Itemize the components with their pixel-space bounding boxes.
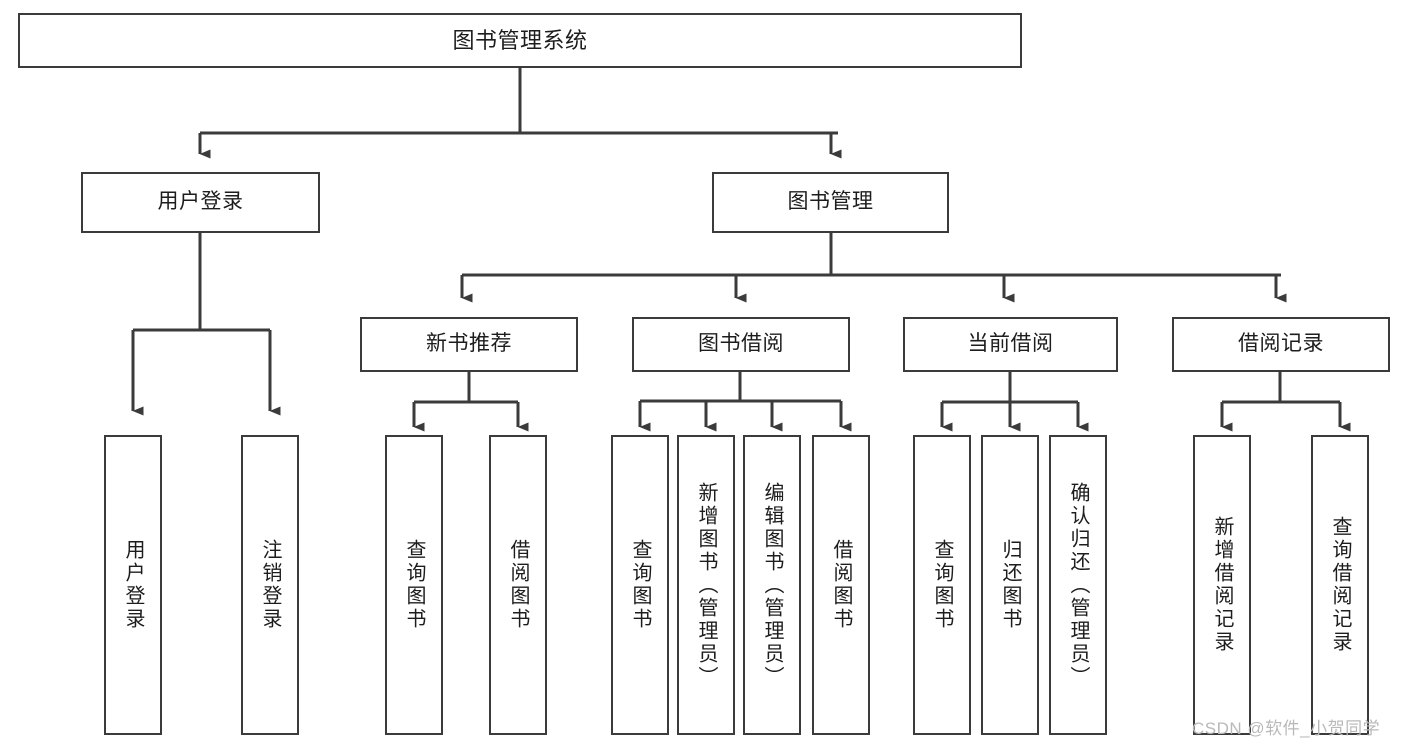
- node-leaf-add-book-admin-label: 新增图书（管理员）: [695, 481, 717, 689]
- node-root[interactable]: 图书管理系统: [18, 13, 1022, 68]
- node-leaf-borrow-book[interactable]: 借阅图书: [812, 435, 870, 735]
- node-book-borrow[interactable]: 图书借阅: [632, 317, 850, 372]
- node-leaf-add-book-admin[interactable]: 新增图书（管理员）: [677, 435, 735, 735]
- node-leaf-query-book-rec[interactable]: 查询图书: [385, 435, 443, 735]
- node-leaf-edit-book-admin[interactable]: 编辑图书（管理员）: [743, 435, 801, 735]
- node-leaf-add-borrow-record[interactable]: 新增借阅记录: [1193, 435, 1251, 735]
- node-borrow-record[interactable]: 借阅记录: [1172, 317, 1390, 372]
- node-book-borrow-label: 图书借阅: [698, 332, 784, 356]
- node-leaf-query-book-current-label: 查询图书: [931, 539, 953, 631]
- node-book-manage-label: 图书管理: [787, 190, 874, 214]
- node-leaf-query-book-rec-label: 查询图书: [403, 539, 425, 631]
- node-leaf-confirm-return-admin[interactable]: 确认归还（管理员）: [1049, 435, 1107, 735]
- node-leaf-user-login[interactable]: 用户登录: [104, 435, 162, 735]
- node-leaf-borrow-book-rec-label: 借阅图书: [507, 539, 529, 631]
- node-leaf-query-book-borrow-label: 查询图书: [629, 539, 651, 631]
- node-leaf-query-borrow-record[interactable]: 查询借阅记录: [1311, 435, 1369, 735]
- node-leaf-logout-login[interactable]: 注销登录: [241, 435, 299, 735]
- node-book-manage[interactable]: 图书管理: [712, 172, 949, 233]
- node-new-book-recommend-label: 新书推荐: [426, 332, 512, 356]
- node-user-login[interactable]: 用户登录: [81, 172, 320, 233]
- node-current-borrow-label: 当前借阅: [967, 332, 1054, 356]
- node-leaf-borrow-book-label: 借阅图书: [830, 539, 852, 631]
- node-leaf-confirm-return-admin-label: 确认归还（管理员）: [1067, 481, 1089, 689]
- node-leaf-return-book-label: 归还图书: [999, 539, 1021, 631]
- node-leaf-return-book[interactable]: 归还图书: [981, 435, 1039, 735]
- node-leaf-query-book-current[interactable]: 查询图书: [913, 435, 971, 735]
- node-current-borrow[interactable]: 当前借阅: [903, 317, 1118, 372]
- node-leaf-logout-login-label: 注销登录: [259, 539, 281, 631]
- node-leaf-query-borrow-record-label: 查询借阅记录: [1329, 516, 1351, 654]
- node-user-login-label: 用户登录: [157, 190, 244, 214]
- node-new-book-recommend[interactable]: 新书推荐: [360, 317, 578, 372]
- node-leaf-user-login-label: 用户登录: [122, 539, 144, 631]
- node-leaf-query-book-borrow[interactable]: 查询图书: [611, 435, 669, 735]
- node-borrow-record-label: 借阅记录: [1238, 332, 1324, 356]
- node-leaf-add-borrow-record-label: 新增借阅记录: [1211, 516, 1233, 654]
- node-leaf-borrow-book-rec[interactable]: 借阅图书: [489, 435, 547, 735]
- node-root-label: 图书管理系统: [452, 27, 588, 53]
- node-leaf-edit-book-admin-label: 编辑图书（管理员）: [761, 481, 783, 689]
